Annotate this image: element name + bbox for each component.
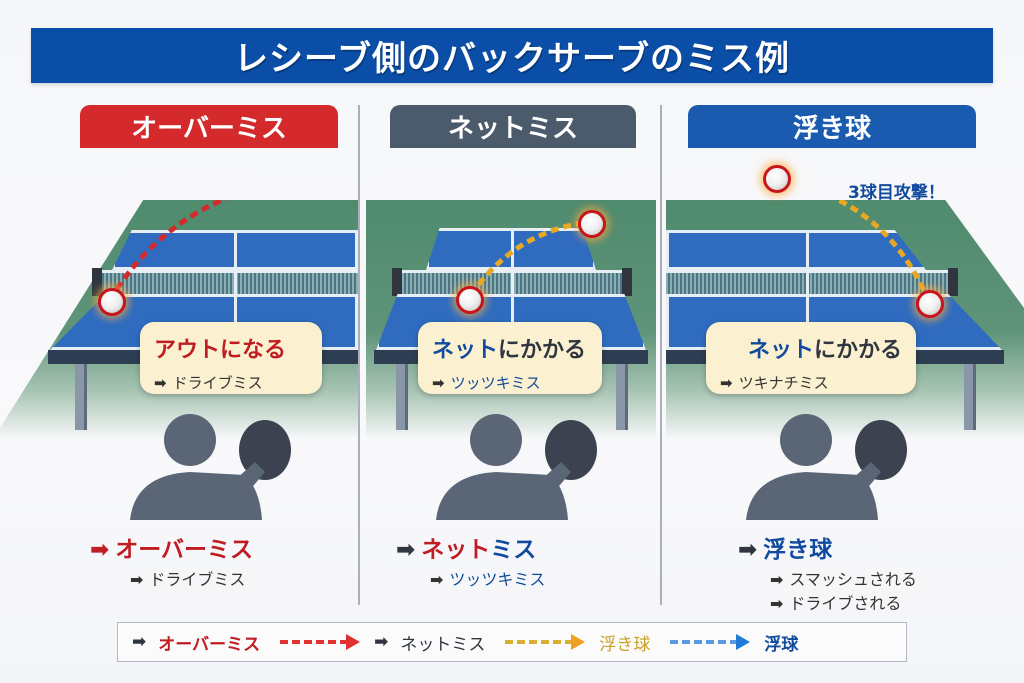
bubble-sub: ➡ ドライブミス [154,372,308,393]
bubble-sub-label: ツッツキミス [450,374,541,392]
legend-label: 浮き球 [599,634,651,655]
net-post [622,268,632,296]
bubble-main-rest: になる [220,338,287,363]
bubble-main-highlight: ネット [748,338,815,363]
arrow-right-icon: ➡ [132,632,147,652]
dashed-arrow-orange-icon [505,634,586,650]
scene-over-miss: アウトになる ➡ ドライブミス [0,200,358,600]
legend-label: ネットミス [400,634,486,655]
panel-header-label: ネットミス [447,114,578,144]
table-far-half [666,230,926,270]
result-sub: ➡ ドライブミス [130,566,245,590]
result-sub-2: ➡ ドライブされる [770,590,901,614]
third-ball-attack-callout: 3球目攻撃！ [848,183,945,203]
legend-item-net-miss: ➡ ネットミス [374,630,591,655]
scene-floating-ball: ネットにかかる ➡ ツキナチミス [666,200,1024,600]
trajectory-over-miss [107,200,229,302]
ball-icon [763,165,791,193]
bubble-sub-label: ドライブミス [172,374,263,392]
arrow-right-icon: ➡ [374,632,389,652]
legend-label: 浮球 [764,634,799,655]
trajectory-floating-ball [832,200,931,301]
bubble-sub: ➡ ツキナチミス [720,372,902,393]
result-sub-label: スマッシュされる [789,570,917,589]
net-post [948,268,958,296]
player-silhouette-icon [746,414,907,520]
page-title: レシーブ側のバックサーブのミス例 [234,39,790,79]
speech-bubble: アウトになる ➡ ドライブミス [140,322,322,394]
arrow-right-icon: ➡ [130,570,144,589]
scene-net-miss: ネットにかかる ➡ツッツキミス [366,200,656,600]
net-post [392,268,402,296]
arrow-right-icon: ➡ [430,570,444,589]
legend-item-over-miss: ➡ オーバーミス [132,630,366,655]
arrow-right-icon: ➡ [770,594,784,613]
net-post [92,268,102,296]
bubble-main-rest: にかかる [814,338,903,363]
bubble-main-highlight: ネット [432,338,499,363]
net [100,270,358,294]
dashed-arrow-blue-icon [670,634,751,650]
legend-label: オーバーミス [158,634,261,655]
result-main-blue: ミス [490,537,537,563]
legend: ➡ オーバーミス ➡ ネットミス 浮き球 浮球 [117,622,907,662]
arrow-right-icon: ➡ [770,570,784,589]
arrow-right-icon: ➡ [432,374,445,392]
legend-item-float: 浮球 [764,630,798,655]
center-line [234,230,237,350]
arrow-right-icon: ➡ [154,374,167,392]
panel-header-label: オーバーミス [131,114,287,144]
player-silhouette-icon [436,414,597,520]
panel-header-over-miss: オーバーミス [80,105,338,148]
result-main: ➡オーバーミス [90,530,253,564]
panel-divider [358,105,360,605]
trajectory-net-miss [468,219,592,297]
ball-icon [578,210,606,238]
table-leg [964,364,976,430]
bubble-main-highlight: アウト [154,338,221,363]
result-main-label: オーバーミス [115,537,254,563]
result-main: ➡ネットミス [396,530,536,564]
bubble-main-rest: にかかる [498,338,587,363]
player-silhouette-icon [130,414,291,520]
arrow-right-icon: ➡ [738,537,758,563]
result-sub: ➡ スマッシュされる [770,566,917,590]
table-leg [616,364,628,430]
result-main-red: ネット [421,537,491,563]
result-sub-label: ツッツキミス [449,570,546,589]
center-line [806,230,809,350]
panel-divider [660,105,662,605]
bubble-main: ネットにかかる [720,332,902,364]
ball-icon [456,286,484,314]
panel-header-label: 浮き球 [792,114,871,144]
ball-icon [98,288,126,316]
center-line [511,228,514,350]
legend-item-floating-ball: 浮き球 [599,630,756,655]
arrow-right-icon: ➡ [720,374,733,392]
bubble-main: アウトになる [154,332,308,364]
speech-bubble: ネットにかかる ➡ ツッツキミス [418,322,602,394]
panel-header-net-miss: ネットミス [390,105,636,148]
result-main: ➡浮き球 [738,530,832,564]
arrow-right-icon: ➡ [396,537,416,563]
table-leg [396,364,408,430]
table-leg [75,364,87,430]
bubble-sub: ➡ ツッツキミス [432,372,588,393]
result-sub-label: ドライブミス [149,570,246,589]
arrow-right-icon: ➡ [90,537,110,563]
result-sub-label: ドライブされる [789,594,902,613]
result-main-label: 浮き球 [763,537,833,563]
ball-icon [916,290,944,318]
result-sub: ➡ ツッツキミス [430,566,545,590]
panel-header-floating-ball: 浮き球 [688,105,976,148]
bubble-sub-label: ツキナチミス [738,374,829,392]
title-banner: レシーブ側のバックサーブのミス例 [31,28,993,83]
bubble-main: ネットにかかる [432,332,588,364]
speech-bubble: ネットにかかる ➡ ツキナチミス [706,322,916,394]
dashed-arrow-red-icon [280,634,361,650]
